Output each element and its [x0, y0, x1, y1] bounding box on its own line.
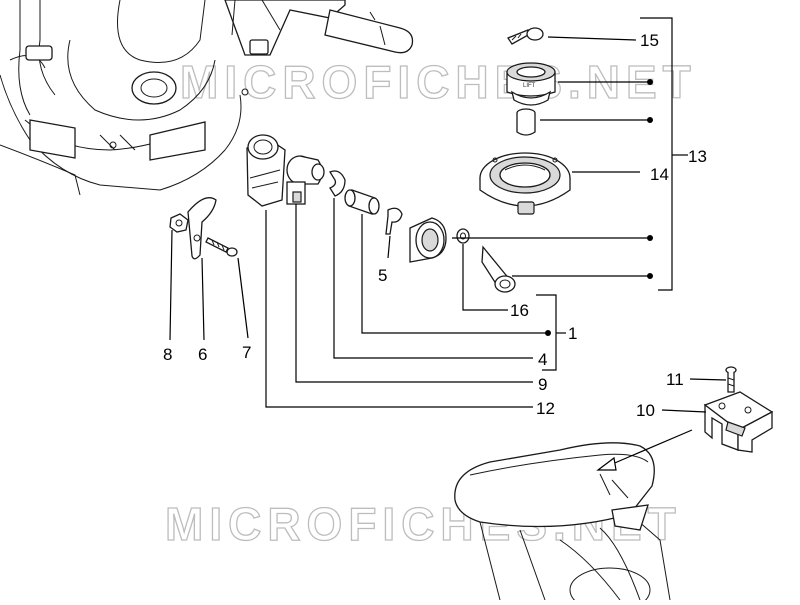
handlebar-grip	[224, 0, 414, 56]
part-1-bushing	[344, 189, 380, 215]
leader-dots	[545, 79, 653, 336]
fuel-cap-lift-label: LIFT	[523, 83, 536, 89]
part-4-clip	[329, 170, 346, 197]
part-14-filler-ring	[479, 152, 571, 215]
part-10-seat-latch	[703, 391, 774, 453]
part-16-washer	[456, 228, 470, 244]
callout-6: 6	[198, 345, 207, 364]
callout-9: 9	[538, 375, 547, 394]
callout-8: 8	[163, 345, 172, 364]
part-5-spring-clip	[385, 207, 403, 235]
callout-7: 7	[242, 343, 251, 362]
scooter-seat-outline	[454, 442, 671, 605]
part-6-bracket	[187, 197, 217, 260]
part-8-nut	[169, 213, 189, 233]
callout-4: 4	[538, 350, 547, 369]
leader-lines	[169, 17, 727, 413]
callout-13: 13	[688, 147, 707, 166]
part-fuel-cap: LIFT	[506, 62, 556, 106]
part-bushing-lower	[481, 245, 516, 293]
part-11-screw	[725, 366, 737, 393]
part-lock-body	[409, 217, 447, 263]
callout-5: 5	[378, 266, 387, 285]
callout-15: 15	[640, 31, 659, 50]
part-7-screw	[205, 237, 238, 257]
part-9-lock-cylinder	[286, 155, 325, 205]
scooter-front-outline	[0, 0, 249, 196]
callout-11: 11	[666, 370, 684, 389]
part-12-ignition-housing	[246, 134, 286, 207]
callout-10: 10	[636, 401, 655, 420]
callout-16: 16	[510, 301, 529, 320]
part-small-bushing	[516, 108, 536, 136]
part-15-key	[507, 27, 544, 45]
latch-pointer-arrow	[596, 429, 693, 471]
callout-14: 14	[650, 165, 669, 184]
callout-12: 12	[536, 399, 555, 418]
callout-1: 1	[568, 324, 577, 343]
